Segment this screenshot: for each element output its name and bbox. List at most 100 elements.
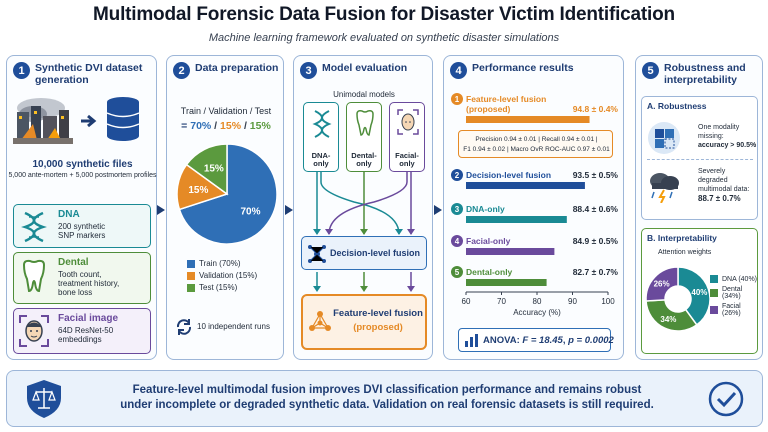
step-number-badge: 2	[173, 62, 190, 79]
x-tick-label: 100	[601, 297, 615, 306]
unimodal-label: Facial-only	[390, 152, 424, 168]
anova-result: ANOVA: F = 18.45, p = 0.0002	[483, 335, 614, 346]
network-icon	[309, 311, 331, 331]
refresh-icon	[176, 319, 192, 335]
modality-desc-line: Tooth count,	[58, 270, 102, 279]
text-line: 88.7 ± 0.7%	[698, 194, 741, 203]
robustness-missing-text: One modality missing: accuracy > 90.5%	[698, 123, 756, 150]
legend-label: Train (70%)	[199, 259, 241, 268]
step-number-badge: 4	[450, 62, 467, 79]
text-line: One modality	[698, 124, 740, 131]
database-icon	[106, 97, 140, 141]
bar-value-label: 93.5 ± 0.5%	[573, 170, 619, 180]
label-line: only	[399, 159, 415, 168]
modality-card-facial: Facial image 64D ResNet-50 embeddings	[13, 308, 151, 354]
pie-slice-label: 26%	[654, 279, 670, 288]
bar-value-label: 94.8 ± 0.4%	[573, 104, 619, 114]
interpretability-title: B. Interpretability	[647, 233, 717, 243]
face-icon	[19, 315, 49, 347]
bar-label: Decision-level fusion	[466, 170, 551, 180]
conclusion-line: under incomplete or degraded synthetic d…	[120, 399, 654, 411]
check-circle-icon	[708, 381, 744, 417]
robustness-title: A. Robustness	[647, 101, 707, 111]
unimodal-dna-box: DNA-only	[303, 102, 339, 172]
x-axis-label: Accuracy (%)	[513, 308, 561, 317]
modality-title: Dental	[58, 257, 89, 268]
disaster-rubble-icon	[13, 98, 73, 144]
anova-f: F = 18.45	[522, 335, 563, 346]
legend-label: Test (15%)	[199, 283, 238, 292]
flow-lines	[313, 172, 415, 235]
attention-weights-label: Attention weights	[658, 249, 712, 256]
split-ratio: = 70% / 15% / 15%	[167, 120, 285, 132]
split-legend: Train (70%) Validation (15%) Test (15%)	[187, 259, 257, 295]
panel-header: 3 Model evaluation	[300, 62, 407, 79]
text-line: degraded	[698, 177, 728, 184]
runs-count: 10 independent runs	[197, 322, 270, 331]
split-val: 15%	[220, 120, 242, 132]
unimodal-label: Unimodal models	[333, 90, 395, 99]
page-title: Multimodal Forensic Data Fusion for Disa…	[93, 4, 675, 25]
legend-entry: Validation (15%)	[187, 271, 257, 280]
legend-swatch	[187, 271, 195, 280]
interpretability-box: B. Interpretability Attention weights 40…	[641, 228, 758, 354]
shield-scales-icon	[27, 380, 61, 418]
unimodal-dental-box: Dental-only	[346, 102, 382, 172]
legend-label: Validation (15%)	[199, 271, 258, 280]
legend-entry: Facial (26%)	[710, 303, 757, 317]
step-number-badge: 5	[642, 62, 659, 79]
legend-entry: Dental (34%)	[710, 286, 757, 300]
flow-arrow	[157, 205, 165, 215]
panel-title: Robustness and interpretability	[664, 62, 746, 86]
modality-desc: 64D ResNet-50 embeddings	[58, 326, 113, 344]
rank-number: 5	[455, 268, 460, 277]
anova-sep: ,	[562, 335, 566, 346]
legend-entry: DNA (40%)	[710, 275, 757, 283]
split-sep: /	[214, 120, 218, 132]
feature-fusion-proposed: (proposed)	[353, 322, 403, 333]
panel-dataset-generation: 1 Synthetic DVI dataset generation	[6, 55, 157, 360]
modality-desc-line: bone loss	[58, 288, 93, 297]
x-tick-label: 90	[568, 297, 577, 306]
legend-swatch	[710, 306, 718, 314]
attention-legend: DNA (40%) Dental (34%) Facial (26%)	[710, 275, 757, 320]
flow-arrow	[285, 205, 293, 215]
rank-number: 3	[455, 205, 460, 214]
modality-desc: 200 synthetic SNP markers	[58, 222, 105, 240]
unimodal-label: Dental-only	[347, 152, 381, 168]
anova-p: p = 0.0002	[568, 335, 614, 346]
bar-label: DNA-only	[466, 204, 505, 214]
label-line: Dental-	[351, 151, 377, 160]
bar-value-label: 82.7 ± 0.7%	[573, 267, 619, 277]
metrics-box: Precision 0.94 ± 0.01 | Recall 0.94 ± 0.…	[458, 130, 613, 158]
text-line: accuracy > 90.5%	[698, 142, 757, 149]
bar	[466, 116, 590, 123]
modality-desc-line: SNP markers	[58, 231, 106, 240]
rank-badge	[451, 235, 463, 247]
label-line: Facial-	[395, 151, 419, 160]
divider	[647, 159, 753, 160]
robustness-degraded-text: Severely degraded multimodal data: 88.7 …	[698, 167, 749, 203]
split-pie-chart: 70%15%15%	[176, 143, 278, 245]
bar-label: Dental-only	[466, 267, 513, 277]
page-subtitle: Machine learning framework evaluated on …	[208, 32, 560, 44]
panel-robustness: 5 Robustness and interpretability A. Rob…	[635, 55, 763, 360]
face-icon	[397, 109, 419, 135]
tooth-icon	[356, 110, 374, 136]
flow-lines-lower	[313, 272, 415, 292]
rank-badge	[451, 169, 463, 181]
legend-swatch	[710, 289, 718, 297]
panel-title: Data preparation	[195, 62, 279, 74]
x-tick-label: 80	[533, 297, 542, 306]
pie-slice	[645, 266, 679, 302]
split-sep: /	[243, 120, 247, 132]
tooth-icon	[22, 259, 46, 293]
robustness-box: A. Robustness One modality missing: accu…	[641, 96, 758, 220]
pie-slice-label: 15%	[204, 164, 224, 175]
panel-header: 5 Robustness and interpretability	[642, 62, 760, 86]
split-label: Train / Validation / Test	[180, 106, 272, 116]
modality-title: Facial image	[58, 313, 119, 324]
bar	[466, 182, 585, 189]
label-line: DNA-	[311, 151, 331, 160]
